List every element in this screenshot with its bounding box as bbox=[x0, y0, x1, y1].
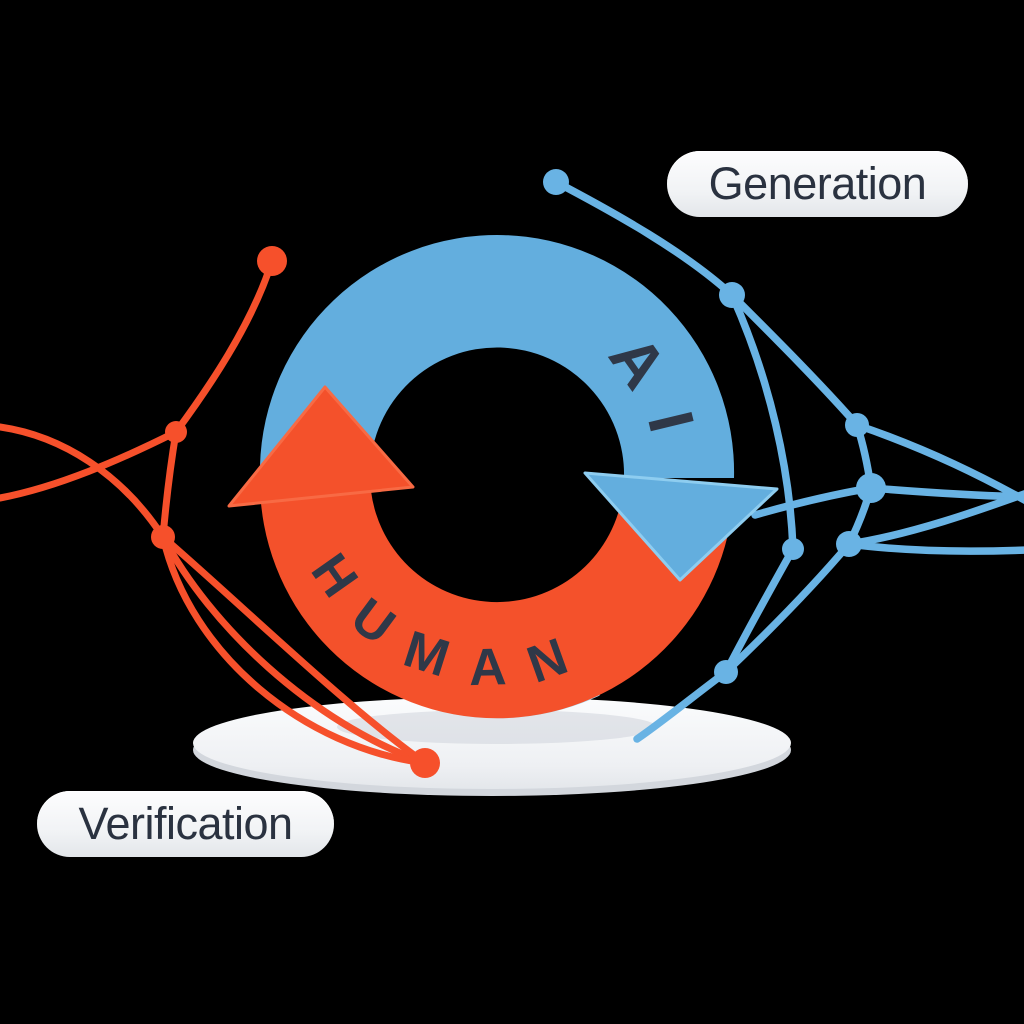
blue-network-node bbox=[719, 282, 745, 308]
orange-network-node bbox=[165, 421, 187, 443]
generation-network bbox=[543, 169, 1024, 743]
cycle-ring: AI HUMAN bbox=[227, 235, 779, 719]
blue-network-line bbox=[728, 291, 797, 553]
orange-network-dot bbox=[410, 748, 440, 778]
orange-network-line bbox=[172, 257, 276, 436]
verification-network bbox=[0, 246, 440, 778]
blue-network-dot bbox=[543, 169, 569, 195]
generation-callout-label: Generation bbox=[708, 158, 927, 209]
verification-callout: Verification bbox=[37, 791, 334, 857]
orange-network-line bbox=[159, 533, 429, 767]
blue-network-line bbox=[722, 545, 797, 676]
ai-arc bbox=[260, 235, 735, 478]
orange-network-node bbox=[151, 525, 175, 549]
blue-network-line bbox=[633, 668, 730, 743]
orange-network-line bbox=[159, 533, 429, 767]
human-arrowhead bbox=[227, 385, 415, 508]
orange-network-line bbox=[159, 533, 429, 767]
blue-network-node bbox=[714, 660, 738, 684]
verification-callout-label: Verification bbox=[78, 798, 293, 849]
blue-network-line bbox=[845, 490, 1024, 548]
blue-network-line bbox=[552, 178, 736, 299]
orange-network-line bbox=[0, 428, 180, 502]
blue-network-node bbox=[782, 538, 804, 560]
orange-network-line bbox=[0, 423, 167, 541]
generation-callout: Generation bbox=[667, 151, 968, 217]
blue-network-node bbox=[836, 531, 862, 557]
orange-network-line bbox=[159, 428, 180, 541]
orange-network-dot bbox=[257, 246, 287, 276]
blue-network-node bbox=[845, 413, 869, 437]
blue-network-line bbox=[728, 291, 861, 429]
human-arc bbox=[261, 491, 733, 719]
blue-network-node bbox=[856, 473, 886, 503]
blue-network-line bbox=[845, 540, 1024, 555]
blue-network-line bbox=[722, 540, 853, 676]
ring-ground-shadow bbox=[337, 710, 657, 744]
ai-arrowhead bbox=[583, 471, 779, 582]
